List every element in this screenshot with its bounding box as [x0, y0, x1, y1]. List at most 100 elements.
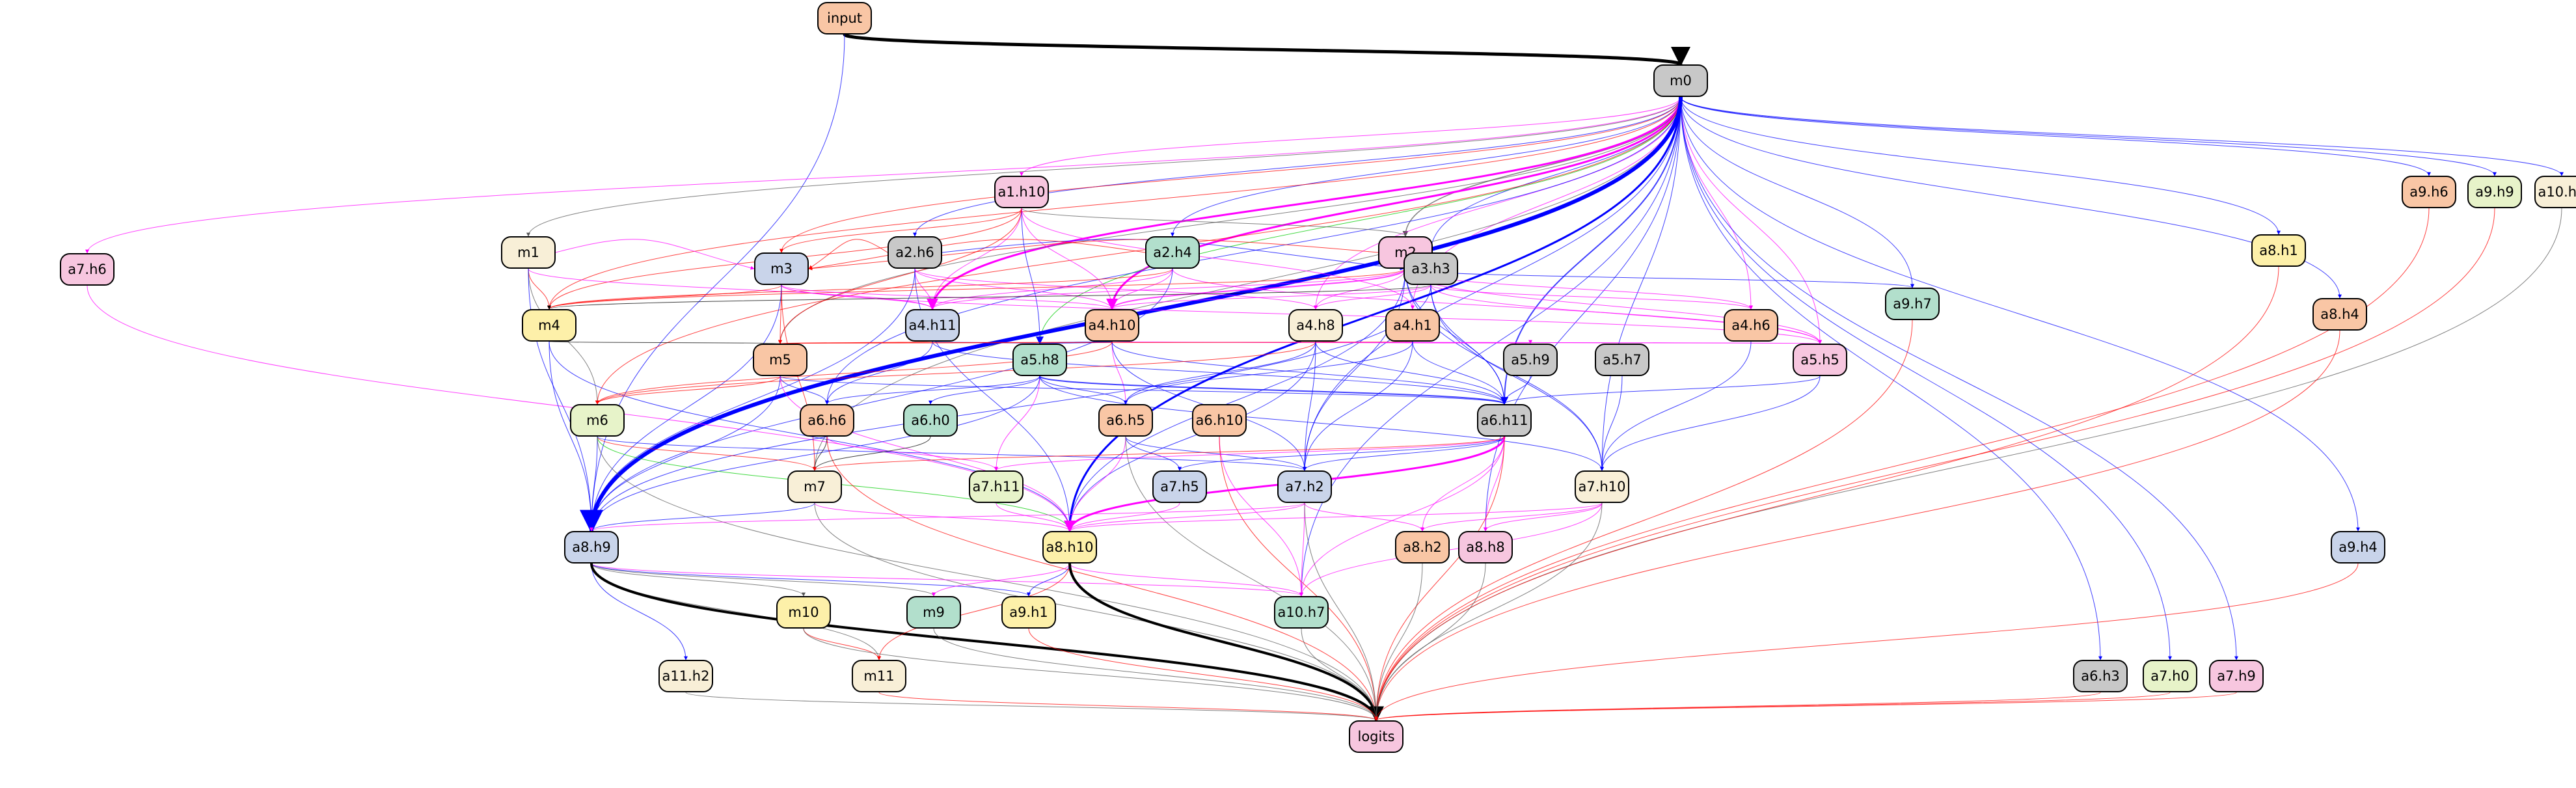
node-a7-h5[interactable]: a7.h5 — [1152, 470, 1207, 503]
node-a7-h6[interactable]: a7.h6 — [60, 253, 115, 286]
node-label: a4.h11 — [908, 318, 956, 333]
node-label: a5.h9 — [1511, 352, 1550, 368]
edge-a5.h8-to-a6.h6 — [825, 375, 1040, 405]
node-a7-h10[interactable]: a7.h10 — [1575, 470, 1629, 503]
node-m0[interactable]: m0 — [1653, 64, 1708, 97]
node-m5[interactable]: m5 — [753, 344, 807, 376]
edge-m5-to-a8.h10 — [780, 375, 1072, 532]
edge-m10-to-logits — [803, 628, 1378, 721]
edge-m0-to-a5.h5 — [1680, 96, 1822, 344]
node-a6-h10[interactable]: a6.h10 — [1192, 404, 1247, 437]
node-m6[interactable]: m6 — [570, 404, 625, 437]
node-m11[interactable]: m11 — [852, 660, 906, 692]
node-a7-h9[interactable]: a7.h9 — [2209, 660, 2264, 692]
edge-a5.h8-to-a7.h10 — [1039, 375, 1604, 471]
node-a8-h9[interactable]: a8.h9 — [564, 531, 619, 564]
node-a8-h10[interactable]: a8.h10 — [1042, 531, 1097, 564]
node-a7-h2[interactable]: a7.h2 — [1277, 470, 1332, 503]
node-a6-h5[interactable]: a6.h5 — [1098, 404, 1153, 437]
edge-a4.h6-to-a7.h10 — [1600, 341, 1752, 471]
node-a9-h9[interactable]: a9.h9 — [2467, 176, 2522, 208]
node-a5-h8[interactable]: a5.h8 — [1012, 344, 1067, 376]
node-label: a9.h6 — [2409, 184, 2448, 200]
node-label: a6.h3 — [2081, 668, 2120, 684]
node-label: a8.h10 — [1046, 539, 1094, 555]
node-a10-h7[interactable]: a10.h7 — [1274, 596, 1329, 629]
node-a8-h2[interactable]: a8.h2 — [1395, 531, 1450, 564]
node-a10-h3[interactable]: a10.h3 — [2534, 176, 2576, 208]
node-a2-h4[interactable]: a2.h4 — [1145, 236, 1200, 269]
node-label: a7.h10 — [1578, 479, 1626, 495]
node-a5-h9[interactable]: a5.h9 — [1503, 344, 1558, 376]
node-a5-h5[interactable]: a5.h5 — [1793, 344, 1847, 376]
node-a8-h4[interactable]: a8.h4 — [2312, 298, 2367, 331]
edge-a2.h6-to-a8.h9 — [590, 268, 915, 532]
node-m10[interactable]: m10 — [776, 596, 831, 629]
node-a3-h3[interactable]: a3.h3 — [1403, 252, 1458, 285]
edge-m6-to-m7 — [597, 436, 817, 471]
node-m7[interactable]: m7 — [787, 470, 842, 503]
edge-m11-to-logits — [878, 692, 1378, 721]
node-m9[interactable]: m9 — [906, 596, 961, 629]
node-label: a8.h4 — [2320, 306, 2359, 322]
node-a4-h8[interactable]: a4.h8 — [1288, 309, 1343, 342]
edge-a7.h10-to-a8.h8 — [1484, 502, 1603, 532]
edge-a5.h5-to-a6.h11 — [1502, 375, 1821, 405]
edge-a8.h1-to-logits — [1374, 266, 2279, 721]
edge-a3.h3-to-m4 — [547, 284, 1431, 310]
node-label: a7.h2 — [1285, 479, 1324, 495]
edge-a9.h9-to-logits — [1374, 208, 2495, 721]
node-a9-h1[interactable]: a9.h1 — [1001, 596, 1056, 629]
node-a8-h1[interactable]: a8.h1 — [2251, 234, 2306, 267]
node-a6-h0[interactable]: a6.h0 — [903, 404, 958, 437]
node-label: m6 — [586, 413, 608, 428]
node-a1-h10[interactable]: a1.h10 — [994, 176, 1049, 208]
edge-a2.h6-to-a4.h10 — [914, 268, 1114, 310]
edge-a7.h2-to-a8.h9 — [590, 502, 1305, 532]
edge-m1-to-m3 — [555, 239, 755, 270]
edge-m0-to-a8.h8 — [1484, 96, 1681, 532]
edge-m0-to-a9.h6 — [1680, 96, 2431, 176]
node-a7-h0[interactable]: a7.h0 — [2143, 660, 2197, 692]
node-a4-h11[interactable]: a4.h11 — [905, 309, 960, 342]
node-a4-h10[interactable]: a4.h10 — [1085, 309, 1139, 342]
node-input[interactable]: input — [817, 2, 872, 34]
node-label: a7.h6 — [68, 262, 107, 277]
node-a8-h8[interactable]: a8.h8 — [1458, 531, 1513, 564]
node-label: a6.h6 — [807, 413, 847, 428]
edge-a8.h10-to-m9 — [932, 563, 1070, 597]
node-a5-h7[interactable]: a5.h7 — [1595, 344, 1649, 376]
node-label: a11.h2 — [662, 668, 710, 684]
node-a9-h6[interactable]: a9.h6 — [2402, 176, 2456, 208]
node-a11-h2[interactable]: a11.h2 — [658, 660, 713, 692]
edge-a8.h8-to-logits — [1374, 563, 1486, 721]
edge-a9.h1-to-logits — [1028, 628, 1378, 721]
node-label: a2.h6 — [895, 245, 934, 260]
node-label: a8.h8 — [1466, 539, 1505, 555]
edge-a8.h9-to-m9 — [591, 563, 936, 597]
node-label: m7 — [804, 479, 826, 495]
node-a9-h7[interactable]: a9.h7 — [1885, 288, 1940, 320]
node-a6-h6[interactable]: a6.h6 — [800, 404, 854, 437]
node-m1[interactable]: m1 — [501, 236, 556, 269]
edge-a4.h10-to-a6.h5 — [1111, 341, 1128, 405]
edge-m2-to-a4.h10 — [1108, 268, 1406, 310]
edge-a8.h2-to-logits — [1374, 563, 1423, 721]
edge-m0-to-a8.h1 — [1680, 96, 2281, 235]
node-m4[interactable]: m4 — [522, 309, 576, 342]
node-m3[interactable]: m3 — [754, 252, 809, 285]
node-a7-h11[interactable]: a7.h11 — [969, 470, 1024, 503]
edge-m0-to-m1 — [526, 96, 1681, 237]
node-a4-h6[interactable]: a4.h6 — [1724, 309, 1778, 342]
edge-a5.h8-to-a6.h11 — [1039, 375, 1508, 405]
node-a6-h11[interactable]: a6.h11 — [1477, 404, 1532, 437]
node-label: a3.h3 — [1411, 261, 1450, 277]
node-a9-h4[interactable]: a9.h4 — [2331, 531, 2385, 564]
edge-a3.h3-to-a4.h6 — [1430, 284, 1753, 310]
node-logits[interactable]: logits — [1349, 720, 1403, 753]
node-a4-h1[interactable]: a4.h1 — [1385, 309, 1440, 342]
node-a6-h3[interactable]: a6.h3 — [2073, 660, 2128, 692]
node-label: a4.h6 — [1731, 318, 1770, 333]
edge-a9.h4-to-logits — [1374, 563, 2359, 721]
node-a2-h6[interactable]: a2.h6 — [888, 236, 942, 269]
